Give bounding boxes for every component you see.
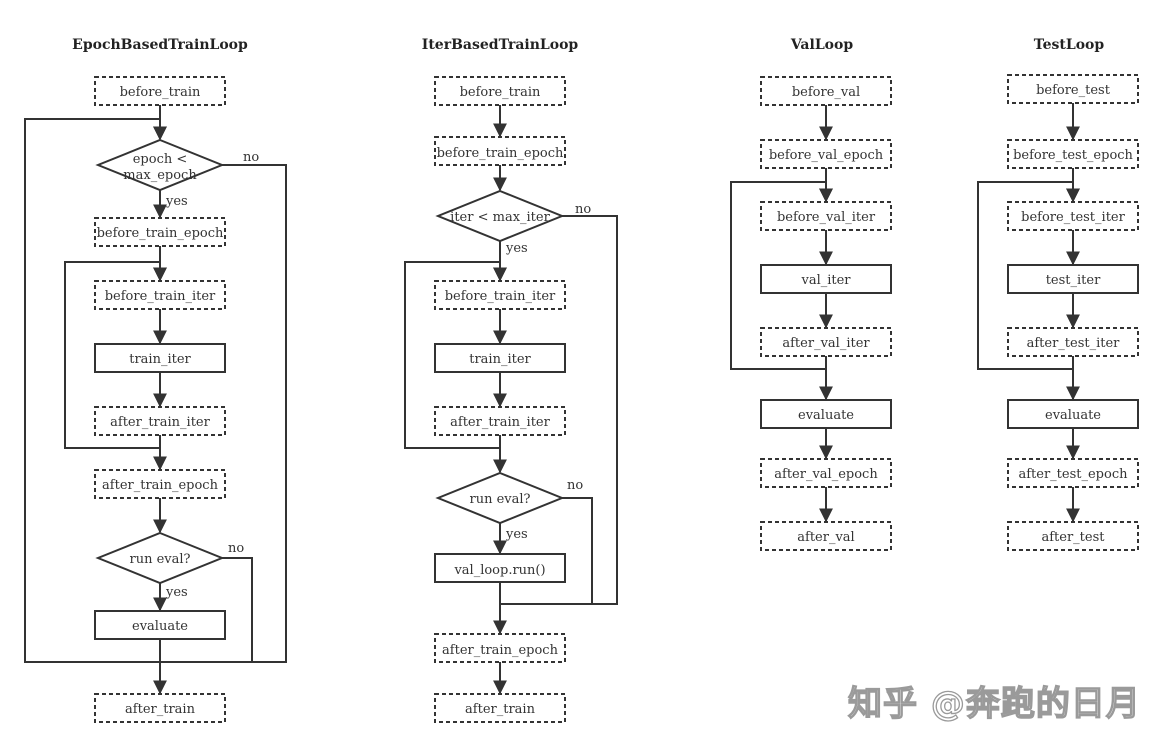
watermark: 知乎 @奔跑的日月 xyxy=(847,683,1141,724)
epoch-before-train-box xyxy=(94,76,226,106)
test-evaluate-label: evaluate xyxy=(1045,408,1101,423)
iter-before-train-box xyxy=(434,76,566,106)
iter-val-loop-run-label: val_loop.run() xyxy=(453,563,545,578)
epoch-no-label-2: no xyxy=(228,541,244,556)
iter-after-train-label: after_train xyxy=(465,702,536,717)
iter-loop-column xyxy=(404,76,618,723)
test-before-test-label: before_test xyxy=(1036,83,1111,98)
val-before-val-iter-label: before_val_iter xyxy=(777,210,876,225)
iter-loopback xyxy=(404,261,507,449)
epoch-condition-label-1: epoch < xyxy=(133,152,188,167)
test-after-test-iter-label: after_test_iter xyxy=(1027,336,1121,351)
test-before-test-iter-label: before_test_iter xyxy=(1021,210,1125,225)
val-loop-column xyxy=(730,76,892,551)
epoch-after-train-epoch-label: after_train_epoch xyxy=(102,478,219,493)
epoch-after-train-iter-label: after_train_iter xyxy=(110,415,210,430)
val-before-val-epoch-label: before_val_epoch xyxy=(769,148,884,163)
epoch-no-branch-2 xyxy=(222,557,253,662)
iter-train-iter-label: train_iter xyxy=(469,352,531,367)
epoch-before-train-iter-label: before_train_iter xyxy=(105,289,216,304)
val-after-val-epoch-label: after_val_epoch xyxy=(774,467,878,482)
epoch-yes-label-2: yes xyxy=(165,585,188,600)
val-title: ValLoop xyxy=(790,37,853,53)
iter-before-train-iter-label: before_train_iter xyxy=(445,289,556,304)
iter-yes-label-1: yes xyxy=(505,241,528,256)
epoch-condition-label-2: max_epoch xyxy=(123,168,197,183)
val-after-val-label: after_val xyxy=(797,530,854,545)
iter-no-branch-1 xyxy=(500,215,618,605)
epoch-inner-loopback xyxy=(64,261,167,449)
epoch-evaluate-label: evaluate xyxy=(132,619,188,634)
val-evaluate-label: evaluate xyxy=(798,408,854,423)
epoch-after-train-label: after_train xyxy=(125,702,196,717)
iter-no-branch-2 xyxy=(562,497,593,604)
test-before-test-box xyxy=(1007,74,1139,104)
epoch-loop-column xyxy=(24,76,287,723)
iter-before-train-epoch-label: before_train_epoch xyxy=(437,146,564,161)
iter-after-train-epoch-label: after_train_epoch xyxy=(442,643,559,658)
epoch-train-iter-label: train_iter xyxy=(129,352,191,367)
test-after-test-label: after_test xyxy=(1041,530,1105,545)
iter-run-eval-label: run eval? xyxy=(469,492,530,507)
epoch-before-train-label: before_train xyxy=(120,85,201,100)
epoch-before-train-epoch-label: before_train_epoch xyxy=(97,226,224,241)
val-after-val-iter-label: after_val_iter xyxy=(782,336,870,351)
test-after-test-epoch-label: after_test_epoch xyxy=(1018,467,1128,482)
val-val-iter-label: val_iter xyxy=(800,273,851,288)
iter-no-label-1: no xyxy=(575,202,591,217)
iter-yes-label-2: yes xyxy=(505,527,528,542)
iter-condition-label: iter < max_iter xyxy=(450,210,550,225)
iter-no-label-2: no xyxy=(567,478,583,493)
epoch-no-label-1: no xyxy=(243,150,259,165)
val-before-val-label: before_val xyxy=(792,85,860,100)
test-loopback xyxy=(977,181,1080,370)
test-loop-column xyxy=(977,74,1139,551)
epoch-title: EpochBasedTrainLoop xyxy=(72,37,248,53)
epoch-yes-label-1: yes xyxy=(165,194,188,209)
test-test-iter-label: test_iter xyxy=(1046,273,1101,288)
val-loopback xyxy=(730,181,833,370)
iter-after-train-iter-label: after_train_iter xyxy=(450,415,550,430)
test-before-test-epoch-label: before_test_epoch xyxy=(1013,148,1133,163)
epoch-outer-loopback xyxy=(24,118,167,663)
val-before-val-box xyxy=(760,76,892,106)
epoch-no-branch-1 xyxy=(160,164,287,663)
test-title: TestLoop xyxy=(1034,37,1105,53)
epoch-run-eval-label: run eval? xyxy=(129,552,190,567)
iter-before-train-label: before_train xyxy=(460,85,541,100)
iter-title: IterBasedTrainLoop xyxy=(422,37,579,53)
